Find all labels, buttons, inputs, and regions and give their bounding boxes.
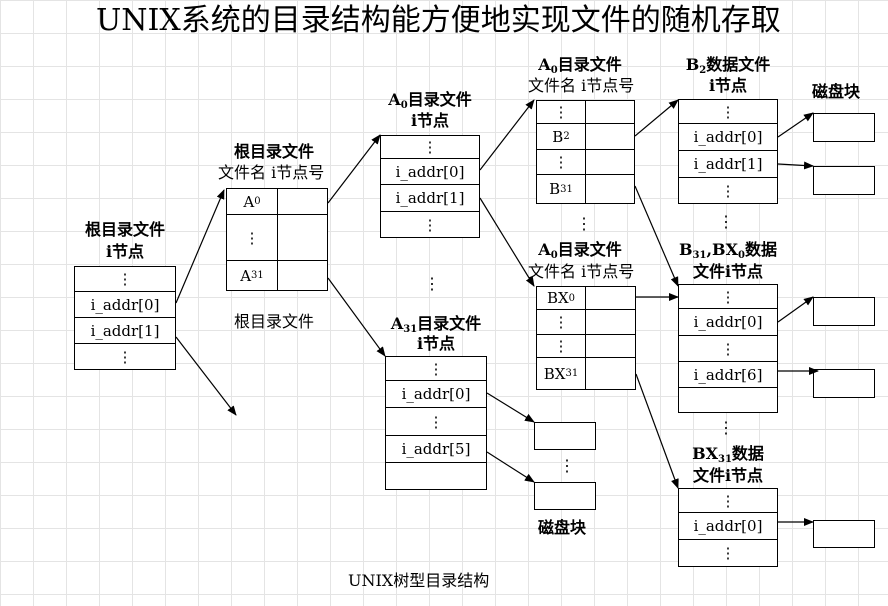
a0-inode-row-iaddr1: i_addr[1] bbox=[380, 184, 480, 212]
a31-inode-row-iaddr0: i_addr[0] bbox=[385, 380, 487, 408]
a0-dir-bottom-inode-dots-2 bbox=[585, 334, 636, 358]
arrow-a0inode-iaddr1-to-dir bbox=[479, 197, 535, 287]
middle-dots: ⋮ bbox=[424, 274, 440, 293]
a0-dir-top-inode-b2 bbox=[585, 123, 635, 150]
a31-inode-header-2: i节点 bbox=[416, 334, 456, 353]
arrow-root-iaddr0-to-rootdir bbox=[175, 189, 225, 304]
root-inode-header-2: i节点 bbox=[105, 242, 145, 261]
a0-dir-top-inode-b31 bbox=[585, 174, 635, 204]
bx31-inode-row-dots-2: ⋮ bbox=[678, 539, 778, 567]
b2-inode-header-1: B2数据文件 bbox=[685, 55, 771, 76]
a0-dir-bottom-header: A0目录文件 bbox=[538, 240, 622, 261]
b2-inode-row-dots: ⋮ bbox=[678, 99, 778, 124]
b2-inode-row-iaddr1: i_addr[1] bbox=[678, 150, 778, 178]
b31bx0-inode-row-iaddr6: i_addr[6] bbox=[678, 361, 778, 388]
root-dir-inode-a31 bbox=[277, 260, 328, 291]
b31bx0-inode-header-1: B31,BX0数据 bbox=[679, 240, 777, 261]
a0-dir-bottom-subheader: 文件名 i节点号 bbox=[528, 262, 635, 281]
arrow-b2-to-b2inode bbox=[634, 99, 679, 137]
a0-inode-header-2: i节点 bbox=[410, 111, 450, 130]
b31bx0-inode-header-2: 文件i节点 bbox=[692, 262, 764, 281]
a0-inode-header-1: A0目录文件 bbox=[388, 90, 472, 111]
disk-block-b31-6 bbox=[813, 369, 875, 398]
a0-dir-top-inode-dots-2 bbox=[585, 149, 635, 175]
root-inode-row-iaddr1: i_addr[1] bbox=[74, 317, 176, 344]
arrow-a31inode-iaddr0-to-disk bbox=[486, 392, 535, 423]
disk-block-b2-1 bbox=[813, 166, 875, 195]
diagram-caption: UNIX树型目录结构 bbox=[348, 571, 490, 590]
arrow-a0inode-iaddr0-to-dir bbox=[479, 99, 535, 171]
b2-inode-row-dots-2: ⋮ bbox=[678, 177, 778, 204]
b31bx0-inode-dots-below: ⋮ bbox=[718, 418, 734, 437]
disk-block-a31-5 bbox=[534, 482, 596, 510]
a31-inode-row-empty bbox=[385, 462, 487, 490]
a0-dir-top-name-dots-2: ⋮ bbox=[536, 149, 586, 175]
root-dir-inode-dots bbox=[277, 214, 328, 261]
a0-dir-top-subheader: 文件名 i节点号 bbox=[528, 76, 635, 95]
a0-dir-bottom-inode-dots bbox=[585, 309, 636, 335]
arrow-b31-to-b31inode bbox=[634, 185, 679, 287]
root-dir-inode-a0 bbox=[277, 188, 328, 215]
bx31-inode-header-2: 文件i节点 bbox=[692, 466, 764, 485]
bx31-inode-row-dots: ⋮ bbox=[678, 488, 778, 513]
a0-inode-row-dots-2: ⋮ bbox=[380, 211, 480, 238]
a31-inode-header-1: A31目录文件 bbox=[390, 314, 482, 335]
root-dir-label-below: 根目录文件 bbox=[234, 312, 315, 331]
arrow-bx31-to-bx31inode bbox=[635, 373, 679, 489]
a31-inode-row-dots-2: ⋮ bbox=[385, 407, 487, 436]
a0-dir-bottom-inode-bx31 bbox=[585, 357, 636, 390]
b2-inode-dots-below: ⋮ bbox=[718, 212, 734, 231]
root-inode-row-iaddr0: i_addr[0] bbox=[74, 291, 176, 318]
b31bx0-inode-row-iaddr0: i_addr[0] bbox=[678, 308, 778, 336]
root-dir-subheader: 文件名 i节点号 bbox=[218, 163, 325, 182]
b2-inode-header-2: i节点 bbox=[708, 76, 748, 95]
arrow-root-iaddr1-continuation bbox=[175, 336, 237, 416]
a0-dir-top-header: A0目录文件 bbox=[538, 55, 622, 76]
disk-block-b31-0 bbox=[813, 297, 875, 326]
b31bx0-inode-row-empty bbox=[678, 387, 778, 413]
b31bx0-inode-row-dots: ⋮ bbox=[678, 284, 778, 309]
bx31-inode-header-1: BX31数据 bbox=[692, 444, 764, 465]
b2-inode-row-iaddr0: i_addr[0] bbox=[678, 123, 778, 151]
arrow-b2inode-iaddr1-to-disk bbox=[777, 161, 814, 170]
disk-block-a31-0 bbox=[534, 422, 596, 450]
a0-dir-dots: ⋮ bbox=[576, 214, 592, 233]
disk-label-right: 磁盘块 bbox=[812, 82, 861, 101]
page-title: UNIX系统的目录结构能方便地实现文件的随机存取 bbox=[96, 3, 781, 38]
root-dir-header: 根目录文件 bbox=[233, 142, 314, 161]
arrow-b31inode-iaddr0-to-disk bbox=[777, 296, 814, 323]
disk-block-a31-dots: ⋮ bbox=[559, 456, 575, 475]
arrow-a31inode-iaddr5-to-disk bbox=[486, 451, 535, 483]
root-inode-header-1: 根目录文件 bbox=[84, 220, 165, 239]
root-inode-row-dots-2: ⋮ bbox=[74, 343, 176, 370]
a0-inode-row-dots: ⋮ bbox=[380, 135, 480, 159]
a0-inode-row-iaddr0: i_addr[0] bbox=[380, 158, 480, 185]
arrow-rootdir-a31-to-a31inode bbox=[327, 277, 386, 357]
disk-block-b2-0 bbox=[813, 113, 875, 142]
a0-dir-top-inode-dots bbox=[585, 100, 635, 124]
bx31-inode-row-iaddr0: i_addr[0] bbox=[678, 512, 778, 540]
arrow-rootdir-a0-to-a0inode bbox=[327, 134, 381, 204]
disk-block-bx31-0 bbox=[813, 520, 875, 548]
disk-label-bottom: 磁盘块 bbox=[538, 518, 587, 537]
arrow-b2inode-iaddr0-to-disk bbox=[777, 112, 814, 138]
